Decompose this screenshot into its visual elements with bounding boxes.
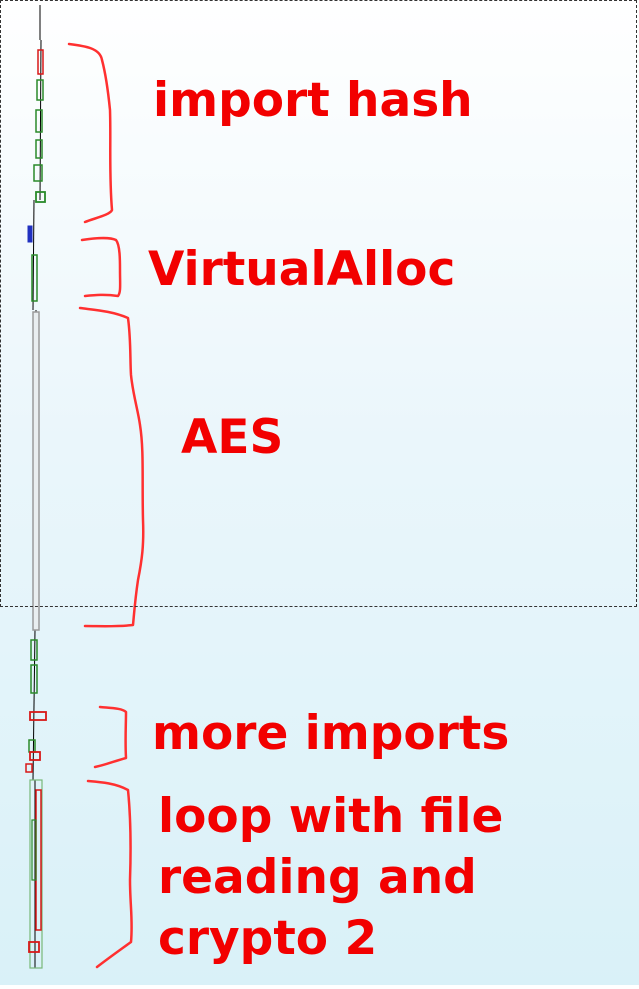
graph-node (35, 109, 43, 133)
brace-loop (86, 779, 133, 969)
graph-node (29, 751, 41, 761)
graph-node (31, 819, 37, 881)
annotation-braces (67, 42, 145, 969)
graph-node (30, 639, 38, 661)
graph-node (32, 311, 40, 631)
label-loop-line2: reading and (158, 850, 477, 905)
label-import-hash: import hash (153, 73, 473, 128)
graph-node (30, 664, 38, 694)
brace-virtualalloc (80, 236, 122, 298)
graph-node (37, 49, 44, 75)
middle-nodes (25, 639, 47, 773)
label-loop: loop with file reading and crypto 2 (158, 786, 503, 969)
brace-import-hash (67, 42, 114, 224)
label-loop-line3: crypto 2 (158, 911, 378, 966)
graph-node (29, 711, 47, 721)
brace-more-imports (93, 705, 128, 769)
graph-node (28, 739, 36, 753)
graph-node (25, 763, 33, 773)
brace-aes (78, 306, 145, 628)
graph-node (33, 164, 43, 182)
graph-node (35, 191, 46, 203)
label-aes: AES (181, 410, 284, 465)
import-hash-nodes (33, 49, 46, 203)
aes-nodes (32, 311, 40, 631)
label-virtualalloc: VirtualAlloc (148, 242, 456, 297)
graph-node (29, 779, 43, 969)
graph-node (31, 254, 38, 302)
graph-node (35, 139, 43, 159)
label-loop-line1: loop with file (158, 789, 504, 844)
graph-node (35, 789, 42, 931)
graph-node (28, 941, 40, 953)
viewport-selection-box[interactable] (0, 0, 637, 607)
graph-node (36, 79, 44, 101)
label-more-imports: more imports (152, 706, 510, 761)
virtualalloc-nodes (27, 225, 38, 302)
loop-nodes (28, 779, 43, 969)
graph-node (27, 225, 33, 243)
